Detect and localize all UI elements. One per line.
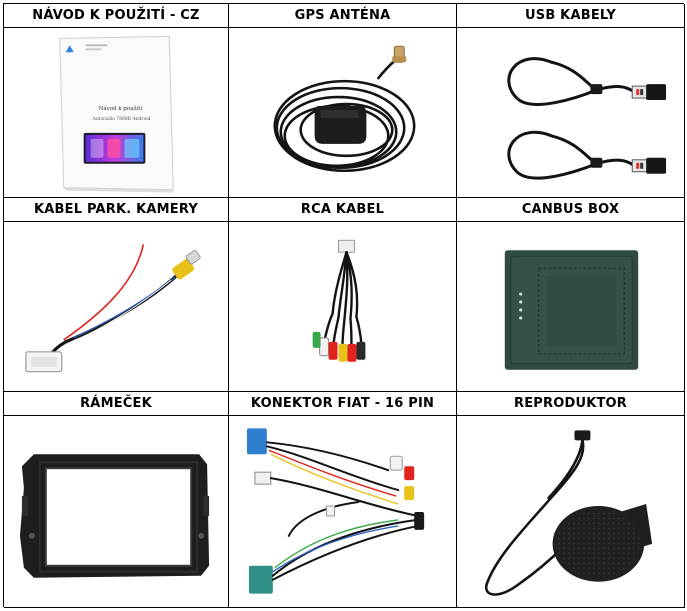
cell-rca-image — [229, 222, 457, 392]
header-rca-label: RCA KABEL — [300, 202, 385, 217]
cell-manual-image: Návod k použití Autorádio 7868B Android — [4, 28, 229, 198]
parking-camera-cable-icon — [25, 243, 201, 372]
header-canbus-box: CANBUS BOX — [457, 198, 685, 222]
header-usb-label: USB KABELY — [525, 8, 616, 23]
canbus-box-icon — [504, 249, 639, 370]
cell-gps-image — [229, 28, 457, 198]
header-frame: RÁMEČEK — [4, 392, 229, 416]
header-manual: NÁVOD K POUŽITÍ - CZ — [4, 4, 229, 28]
cell-frame-image — [4, 416, 229, 608]
manual-booklet-icon: Návod k použití Autorádio 7868B Android — [59, 35, 174, 193]
header-canbus-label: CANBUS BOX — [521, 202, 620, 217]
header-parking-label: KABEL PARK. KAMERY — [34, 202, 198, 217]
usb-cables-icon — [507, 56, 667, 180]
header-usb-cables: USB KABELY — [457, 4, 685, 28]
header-gps-antenna: GPS ANTÉNA — [229, 4, 457, 28]
dash-frame-icon — [19, 453, 210, 578]
header-speaker-label: REPRODUKTOR — [513, 396, 628, 411]
fiat-16pin-harness-icon — [246, 427, 425, 594]
header-speaker: REPRODUKTOR — [457, 392, 685, 416]
cell-canbus-image — [457, 222, 685, 392]
header-parking-camera: KABEL PARK. KAMERY — [4, 198, 229, 222]
accessories-grid: NÁVOD K POUŽITÍ - CZ GPS ANTÉNA USB KABE… — [3, 3, 685, 608]
header-fiat-connector: KONEKTOR FIAT - 16 PIN — [229, 392, 457, 416]
cell-usb-image — [457, 28, 685, 198]
gps-antenna-icon — [273, 45, 416, 172]
header-frame-label: RÁMEČEK — [80, 396, 152, 411]
header-gps-label: GPS ANTÉNA — [294, 8, 391, 23]
header-fiat-label: KONEKTOR FIAT - 16 PIN — [250, 396, 435, 411]
manual-subtitle: Autorádio 7868B Android — [92, 114, 151, 121]
rca-cable-icon — [312, 239, 366, 362]
manual-title: Návod k použití — [99, 105, 143, 112]
cell-speaker-image — [457, 416, 685, 608]
header-manual-label: NÁVOD K POUŽITÍ - CZ — [32, 8, 200, 23]
speaker-icon — [484, 429, 653, 596]
header-rca-cable: RCA KABEL — [229, 198, 457, 222]
cell-parking-camera-image — [4, 222, 229, 392]
cell-fiat-connector-image — [229, 416, 457, 608]
